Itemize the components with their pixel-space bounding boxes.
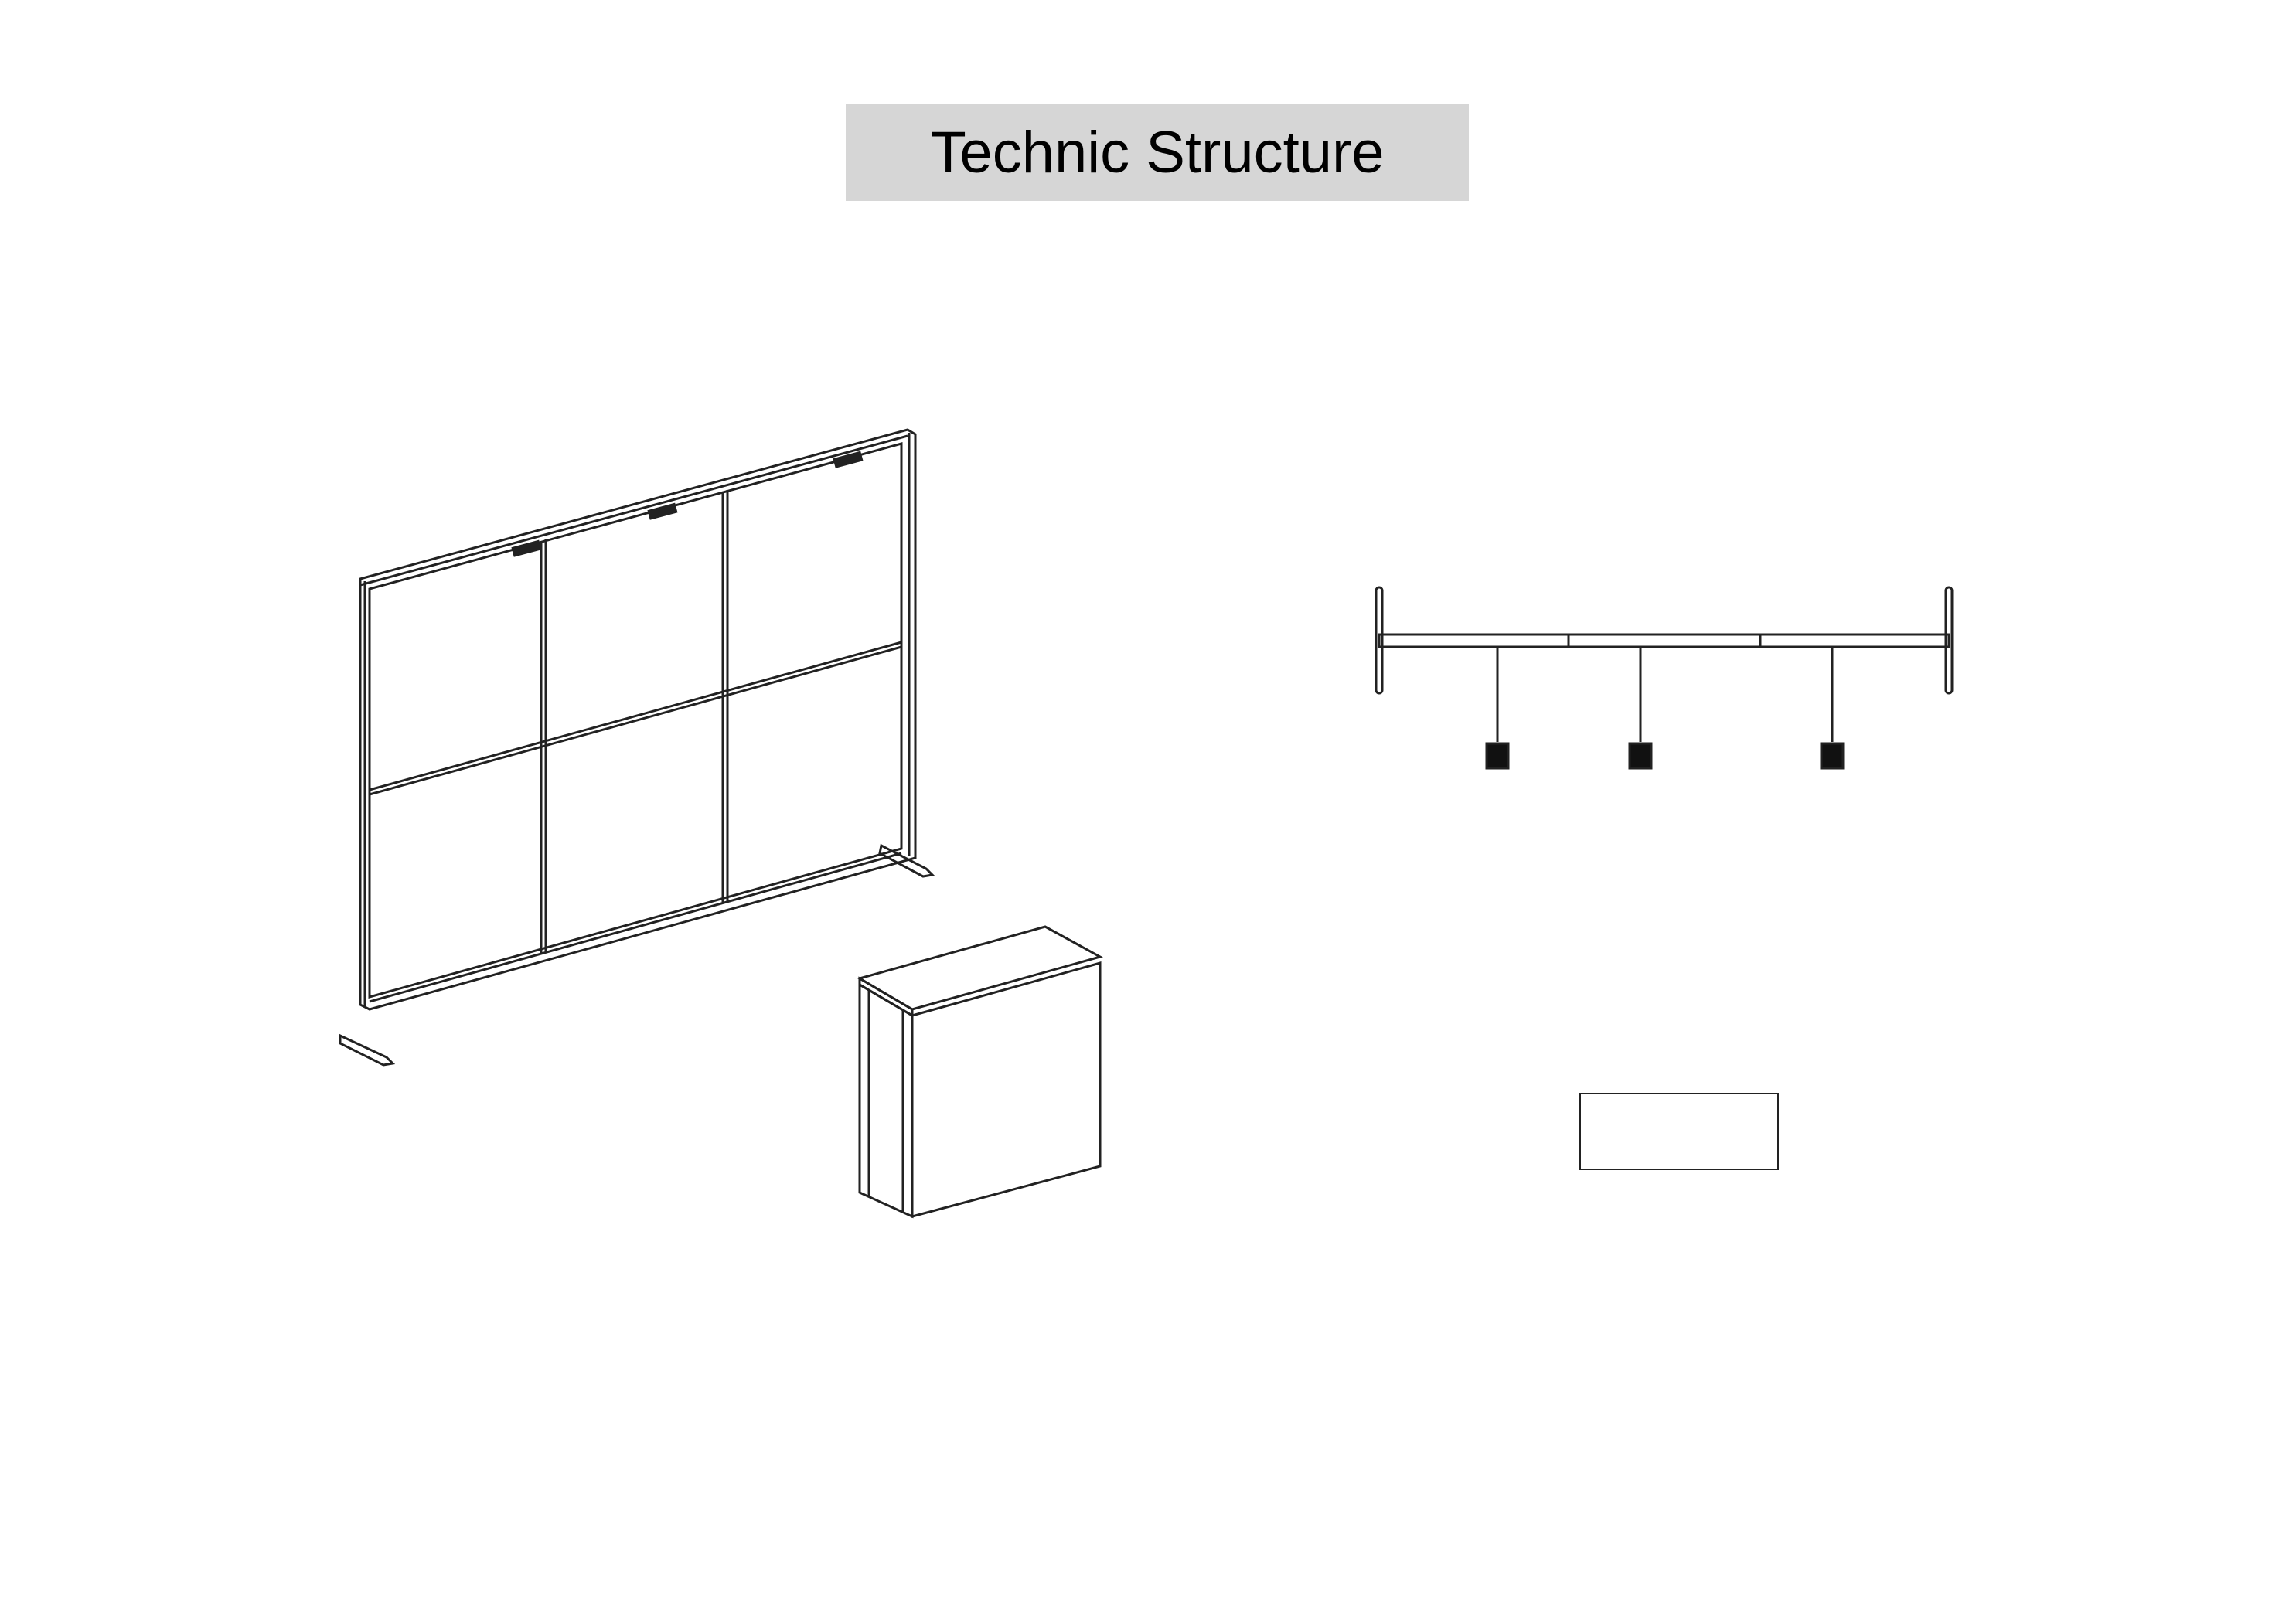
frame-top-bar	[359, 434, 908, 587]
foot-right	[878, 843, 935, 878]
top-view-frame	[1375, 586, 1954, 770]
left-foot	[1375, 586, 1384, 695]
title-box: Technic Structure	[846, 104, 1469, 201]
light-head-icon	[1485, 742, 1510, 770]
page-title: Technic Structure	[930, 119, 1385, 185]
top-view-counter	[1579, 1093, 1779, 1170]
counter-side	[858, 982, 914, 1219]
light-fixture-icon	[833, 451, 864, 468]
isometric-counter	[857, 925, 1103, 1219]
top-bar	[1378, 633, 1950, 648]
frame-outer	[359, 428, 917, 1011]
light-fixture-icon	[647, 502, 678, 520]
light-head-icon	[1820, 742, 1845, 770]
isometric-frame-wall	[339, 428, 935, 1067]
lights	[1485, 647, 1845, 770]
light-fixtures	[511, 451, 864, 557]
bottom-bar-edge	[369, 852, 902, 1003]
light-fixture-icon	[511, 539, 542, 557]
right-foot	[1944, 586, 1954, 695]
horizontal-divider-b	[369, 645, 902, 796]
horizontal-divider	[369, 641, 902, 791]
foot-left	[339, 1033, 396, 1067]
frame-inner	[368, 442, 903, 999]
counter-front	[911, 961, 1102, 1218]
light-head-icon	[1628, 742, 1653, 770]
